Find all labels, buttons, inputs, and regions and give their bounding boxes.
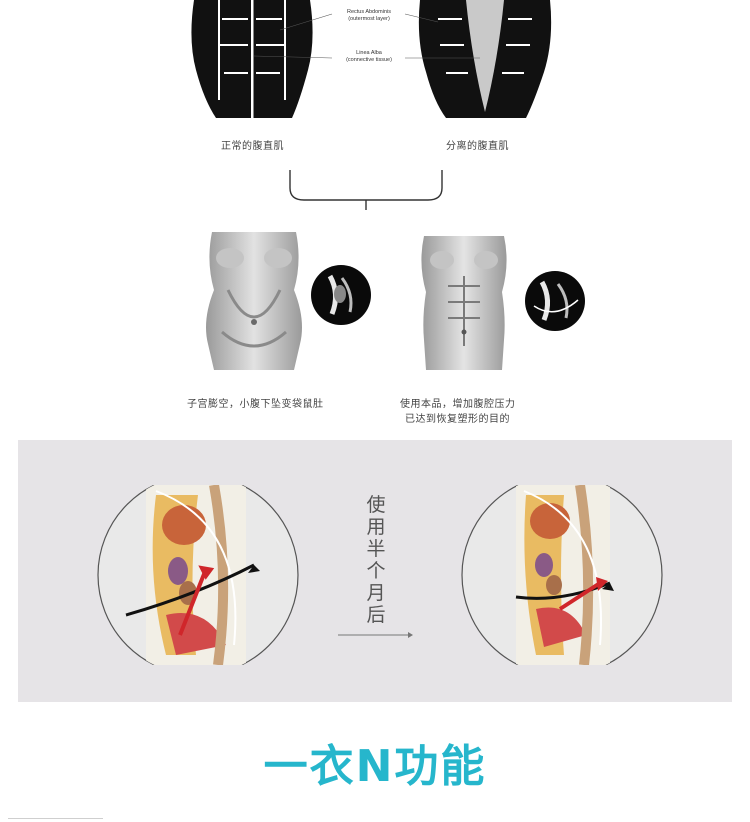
- after-pelvis-illustration: [461, 485, 663, 665]
- transition-arrow: [338, 632, 413, 638]
- before-pelvis-illustration: [97, 485, 299, 665]
- linea-alba-label: Linea Alba (connective tissue): [346, 50, 392, 63]
- separated-muscle-caption: 分离的腹直肌: [446, 141, 509, 152]
- abdominal-muscle-diagram: [191, 0, 552, 118]
- before-cross-section-icon: [311, 265, 371, 325]
- function-headline: 一衣N功能: [263, 741, 487, 792]
- separated-abs-illustration: [418, 0, 552, 118]
- before-body-caption: 子宫膨空，小腹下坠变袋鼠肚: [187, 399, 324, 410]
- after-half-month-vertical-text: 使用半个月后: [366, 494, 386, 626]
- rectus-abdominis-label: Rectus Abdominis (outermost layer): [346, 9, 392, 22]
- before-torso-illustration: [206, 232, 302, 370]
- after-body-caption-line2: 已达到恢复塑形的目的: [405, 414, 510, 425]
- after-torso-illustration: [421, 236, 507, 370]
- normal-muscle-caption: 正常的腹直肌: [221, 141, 284, 152]
- after-cross-section-icon: [525, 271, 585, 331]
- after-body-caption-line1: 使用本品，增加腹腔压力: [400, 399, 516, 410]
- bracket-connector: [289, 170, 443, 210]
- normal-abs-illustration: [191, 0, 313, 118]
- bottom-divider: [8, 818, 103, 819]
